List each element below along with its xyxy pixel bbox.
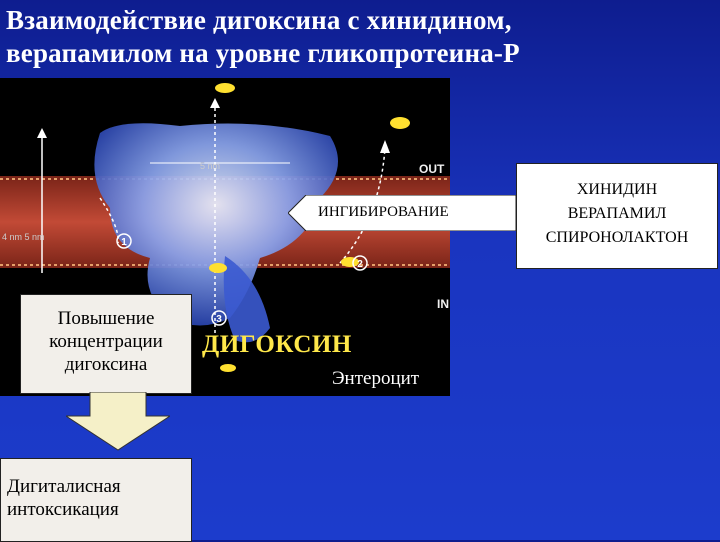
scale-5nm-label: 5 nm <box>200 161 221 171</box>
step-2-number: 2 <box>357 259 363 270</box>
concentration-line-1: Повышение <box>57 308 155 329</box>
title-line-2: верапамилом на уровне гликопротеина-Р <box>6 38 520 68</box>
down-arrow <box>66 392 170 451</box>
toxicity-line-2: интоксикация <box>7 499 119 520</box>
inhibitor-drugs-box: ХИНИДИН ВЕРАПАМИЛ СПИРОНОЛАКТОН <box>516 163 718 269</box>
scale-4nm-label: 4 nm 5 nm <box>2 232 45 242</box>
concentration-line-2: концентрации <box>49 331 163 352</box>
digoxin-label: ДИГОКСИН <box>202 331 352 358</box>
inhibition-label: ИНГИБИРОВАНИЕ <box>318 204 449 220</box>
toxicity-line-1: Дигиталисная <box>7 476 121 497</box>
out-label: OUT <box>419 162 445 176</box>
step-3-number: 3 <box>216 314 222 325</box>
slide-title: Взаимодействие дигоксина с хинидином, ве… <box>6 4 646 70</box>
concentration-line-3: дигоксина <box>64 354 148 375</box>
step-1-number: 1 <box>121 237 127 248</box>
inhibition-callout-arrow <box>288 195 516 231</box>
drug-spironolactone: СПИРОНОЛАКТОН <box>545 229 689 246</box>
enterocyte-label: Энтероцит <box>332 368 420 389</box>
drug-verapamil: ВЕРАПАМИЛ <box>567 205 667 222</box>
in-label: IN <box>437 297 449 311</box>
drug-quinidine: ХИНИДИН <box>576 181 658 198</box>
p-glycoprotein-shape <box>94 123 338 326</box>
title-line-1: Взаимодействие дигоксина с хинидином, <box>6 5 512 35</box>
drug-molecules <box>209 83 410 372</box>
digitalis-toxicity-box: Дигиталисная интоксикация <box>0 458 192 542</box>
concentration-increase-box: Повышение концентрации дигоксина <box>20 294 192 394</box>
